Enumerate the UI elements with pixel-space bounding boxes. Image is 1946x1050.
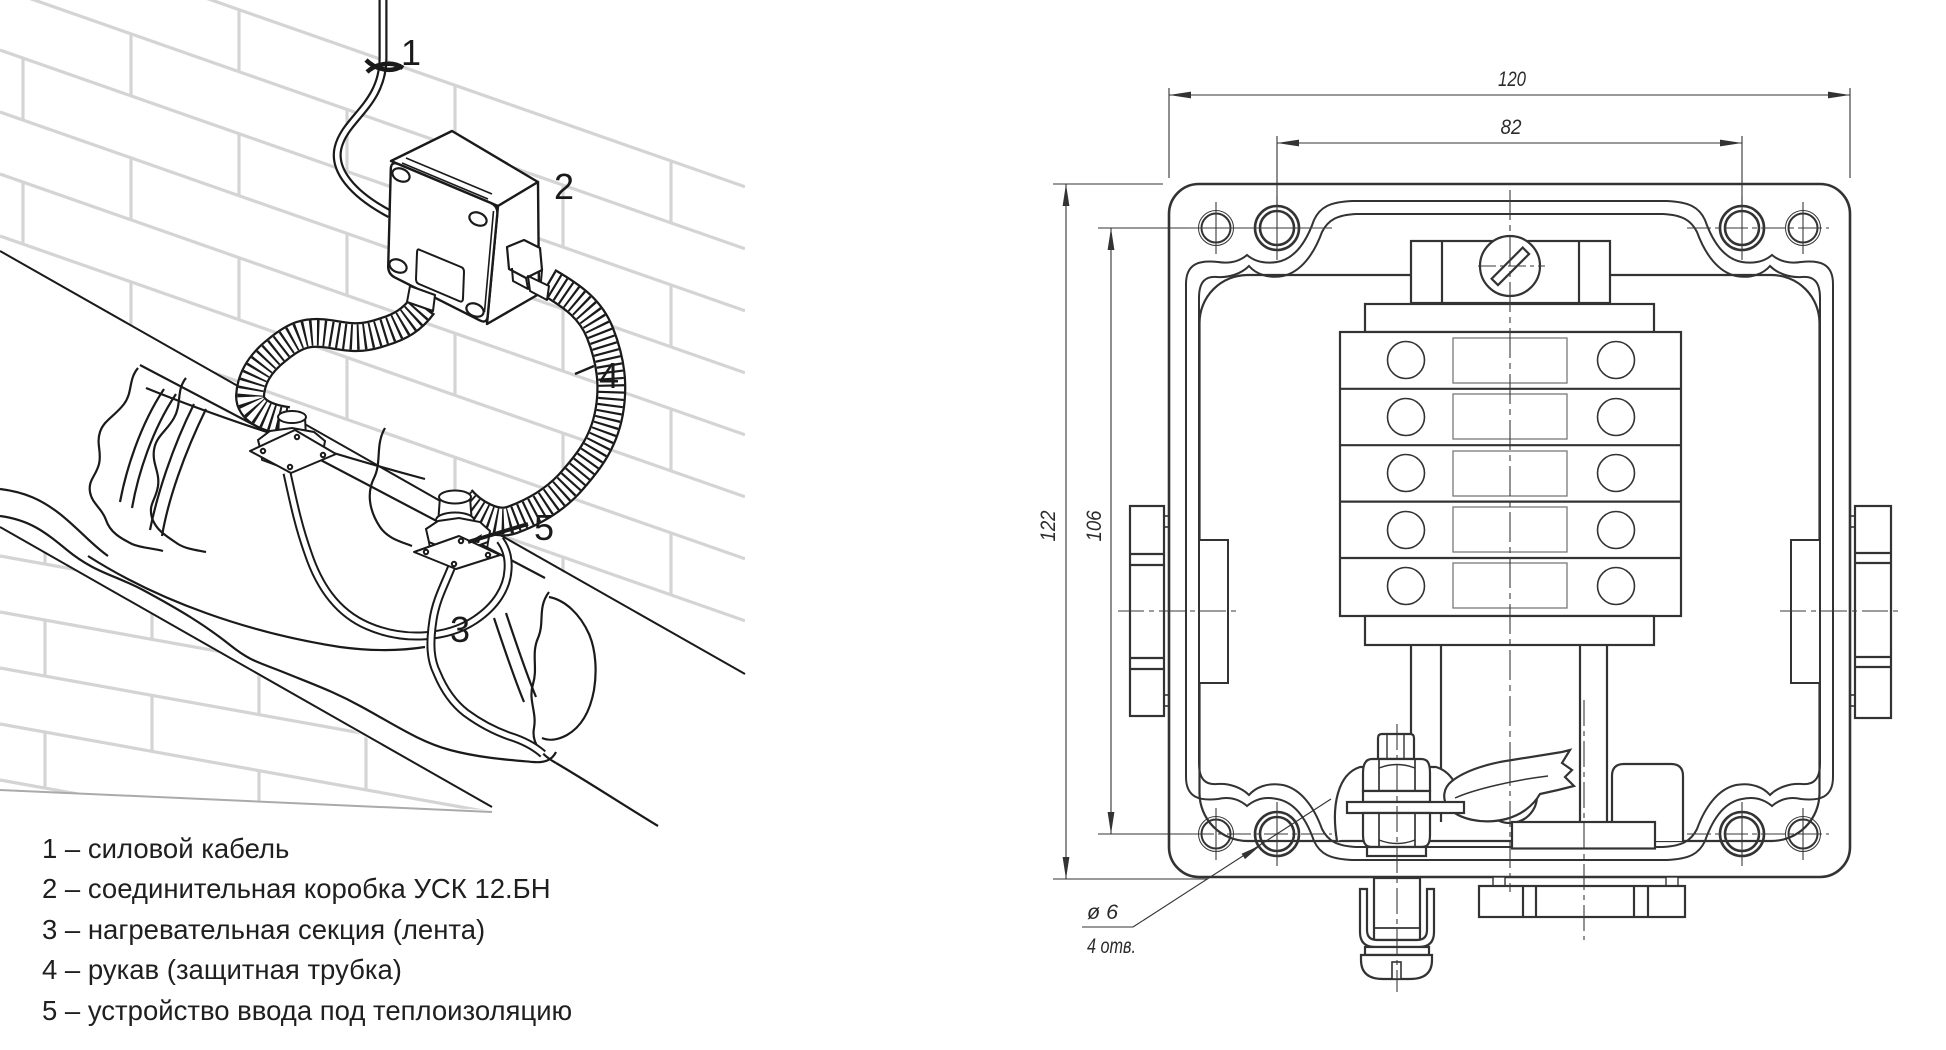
svg-text:122: 122 (1037, 510, 1060, 541)
svg-text:5: 5 (534, 507, 554, 548)
svg-text:1 – силовой кабель: 1 – силовой кабель (42, 833, 289, 864)
svg-text:2: 2 (554, 166, 574, 207)
svg-text:5 – устройство ввода под тепло: 5 – устройство ввода под теплоизоляцию (42, 995, 572, 1026)
svg-text:2 – соединительная коробка УСК: 2 – соединительная коробка УСК 12.БН (42, 873, 551, 904)
svg-text:3 – нагревательная секция (лен: 3 – нагревательная секция (лента) (42, 914, 485, 945)
svg-text:4 – рукав (защитная трубка): 4 – рукав (защитная трубка) (42, 954, 402, 985)
svg-text:3: 3 (450, 609, 470, 650)
svg-text:ø 6: ø 6 (1087, 901, 1118, 924)
svg-text:1: 1 (401, 32, 421, 73)
svg-text:4: 4 (599, 355, 619, 396)
svg-text:4 отв.: 4 отв. (1087, 935, 1136, 958)
svg-text:120: 120 (1498, 68, 1526, 91)
svg-text:82: 82 (1501, 116, 1522, 139)
svg-text:106: 106 (1083, 510, 1106, 541)
